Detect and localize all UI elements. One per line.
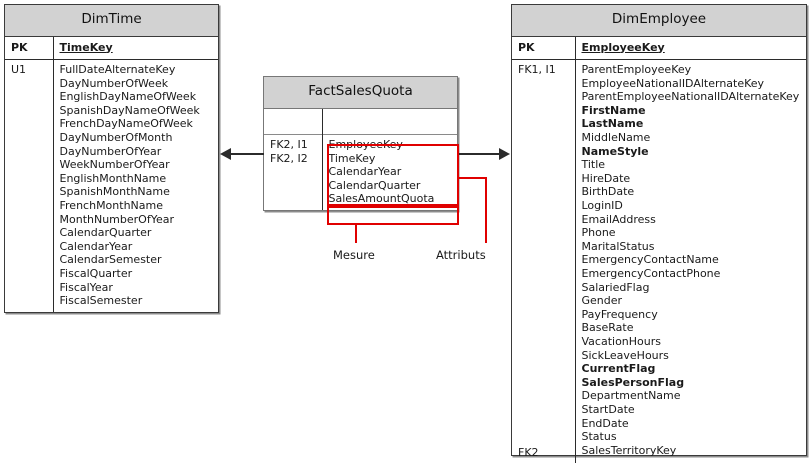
field-item: FiscalYear — [60, 281, 215, 295]
field-item: FirstName — [582, 104, 803, 118]
pk-row-empty — [264, 109, 457, 135]
field-item: FullDateAlternateKey — [60, 63, 215, 77]
fk-key-label: FK2, I1 — [270, 138, 318, 152]
field-item: BirthDate — [582, 185, 803, 199]
measure-item: SalesAmountQuota — [329, 192, 454, 206]
entity-title-fact-sales-quota: FactSalesQuota — [264, 77, 457, 109]
field-item: DayNumberOfMonth — [60, 131, 215, 145]
field-item: StartDate — [582, 403, 803, 417]
field-item: WeekNumberOfYear — [60, 158, 215, 172]
pk-field-name: TimeKey — [53, 37, 218, 60]
field-item: CalendarSemester — [60, 253, 215, 267]
entity-title-dim-time: DimTime — [5, 5, 218, 37]
field-item: DayNumberOfWeek — [60, 77, 215, 91]
connector-fact-to-dim-employee — [458, 153, 499, 155]
pk-field-text: EmployeeKey — [582, 41, 665, 54]
field-item: MaritalStatus — [582, 240, 803, 254]
field-item: SickLeaveHours — [582, 349, 803, 363]
field-item: FiscalSemester — [60, 294, 215, 308]
arrowhead-to-dim-time — [220, 148, 231, 160]
field-item: Gender — [582, 294, 803, 308]
attr-key-label: U1 — [5, 60, 53, 312]
field-item: SalariedFlag — [582, 281, 803, 295]
field-item: Phone — [582, 226, 803, 240]
field-item: EnglishDayNameOfWeek — [60, 90, 215, 104]
attr-key-label-cell: FK1, I1 FK2 — [512, 60, 575, 463]
fk-key-label: FK2, I2 — [270, 152, 318, 166]
field-item: FrenchDayNameOfWeek — [60, 117, 215, 131]
field-item: EndDate — [582, 417, 803, 431]
field-item: ParentEmployeeKey — [582, 63, 803, 77]
field-item: DayNumberOfYear — [60, 145, 215, 159]
attribute-item: CalendarQuarter — [329, 179, 454, 193]
field-item: MonthNumberOfYear — [60, 213, 215, 227]
pk-field-text: TimeKey — [60, 41, 113, 54]
entity-dim-time[interactable]: DimTime PK TimeKey U1 FullDateAlternateK… — [4, 4, 219, 313]
field-item: LoginID — [582, 199, 803, 213]
attribute-item: TimeKey — [329, 152, 454, 166]
field-item: SalesPersonFlag — [582, 376, 803, 390]
field-item: CalendarQuarter — [60, 226, 215, 240]
field-item: CurrentFlag — [582, 362, 803, 376]
field-item: PayFrequency — [582, 308, 803, 322]
measure-list: SalesAmountQuota — [329, 192, 454, 206]
attribute-item: EmployeeKey — [329, 138, 454, 152]
arrowhead-to-dim-employee — [499, 148, 510, 160]
field-item: SalesTerritoryKey — [582, 444, 803, 458]
pk-field-name — [322, 109, 457, 135]
field-item: EmailAddress — [582, 213, 803, 227]
field-item: EmergencyContactName — [582, 253, 803, 267]
field-item: FiscalQuarter — [60, 267, 215, 281]
pk-key-label: PK — [5, 37, 53, 60]
entity-title-dim-employee: DimEmployee — [512, 5, 806, 37]
attributes-leader-horizontal — [459, 177, 487, 179]
field-item: FrenchMonthName — [60, 199, 215, 213]
field-item: CalendarYear — [60, 240, 215, 254]
pk-field-name: EmployeeKey — [575, 37, 806, 60]
pk-row: PK TimeKey — [5, 37, 218, 60]
entity-body-dim-employee: PK EmployeeKey FK1, I1 FK2 ParentEmploye… — [512, 37, 806, 463]
field-item: EmployeeNationalIDAlternateKey — [582, 77, 803, 91]
pk-row: PK EmployeeKey — [512, 37, 806, 60]
attr-key-label: FK1, I1 — [518, 63, 556, 76]
field-item: EmergencyContactPhone — [582, 267, 803, 281]
field-item: SpanishMonthName — [60, 185, 215, 199]
field-item: Status — [582, 430, 803, 444]
pk-key-label — [264, 109, 322, 135]
measure-annotation-label: Mesure — [333, 248, 375, 262]
connector-fact-to-dim-time — [231, 153, 264, 155]
field-item: EnglishMonthName — [60, 172, 215, 186]
attributes-leader-vertical — [485, 177, 487, 243]
pk-key-label: PK — [512, 37, 575, 60]
attributes-annotation-label: Attributs — [436, 248, 486, 262]
field-item: HireDate — [582, 172, 803, 186]
field-item: BaseRate — [582, 321, 803, 335]
entity-dim-employee[interactable]: DimEmployee PK EmployeeKey FK1, I1 FK2 P… — [511, 4, 807, 456]
field-item: SpanishDayNameOfWeek — [60, 104, 215, 118]
field-item: MiddleName — [582, 131, 803, 145]
measure-leader-vertical — [355, 225, 357, 243]
fk-bottom-label: FK2 — [518, 446, 539, 460]
field-item: VacationHours — [582, 335, 803, 349]
field-item: LastName — [582, 117, 803, 131]
field-item: DepartmentName — [582, 389, 803, 403]
attribute-item: CalendarYear — [329, 165, 454, 179]
field-item: NameStyle — [582, 145, 803, 159]
field-item: ParentEmployeeNationalIDAlternateKey — [582, 90, 803, 104]
field-item: Title — [582, 158, 803, 172]
